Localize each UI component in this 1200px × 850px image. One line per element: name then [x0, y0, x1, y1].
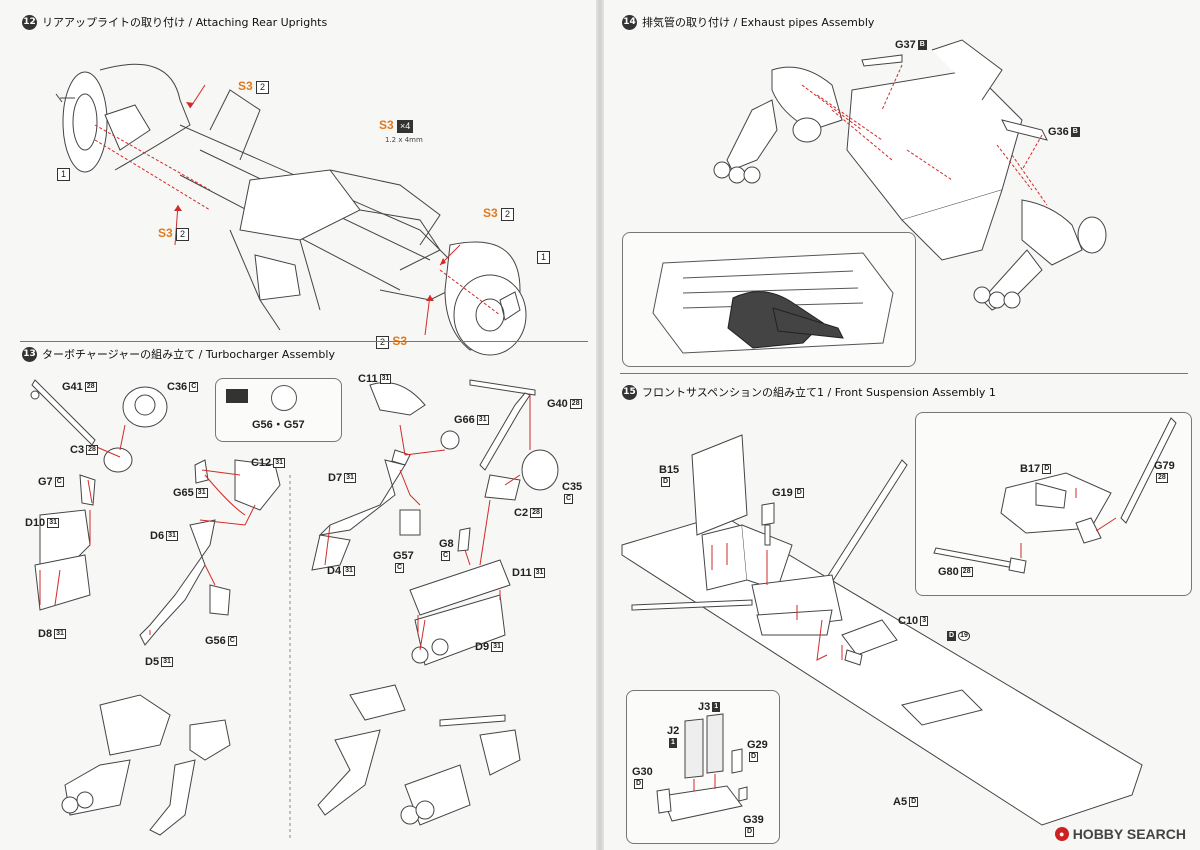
parts-callout-g56-g57: G56・G57 — [215, 378, 342, 442]
screw-s3-label-top: S3 2 — [238, 79, 270, 94]
screw-s3-label-left: S3 2 — [158, 226, 190, 241]
step-12-title: リアアップライトの取り付け / Attaching Rear Uprights — [42, 16, 328, 29]
step-14-title: 排気管の取り付け / Exhaust pipes Assembly — [642, 16, 875, 29]
label-g56-g57: G56・G57 — [252, 419, 305, 431]
exhaust-diagram — [713, 39, 1107, 311]
item-1-left: 1 — [57, 168, 70, 181]
front-suspension-diagram — [621, 434, 1143, 826]
arrow-heads — [174, 102, 446, 301]
b17-callout — [915, 412, 1192, 596]
hobby-search-watermark: ● HOBBY SEARCH — [1054, 826, 1186, 842]
step-15-title: フロントサスペンションの組み立て1 / Front Suspension Ass… — [642, 386, 996, 399]
step-14-number: 14 — [622, 14, 637, 30]
screw-s3-kit-label: S3 ×4 — [379, 118, 414, 133]
j3-j2-callout — [626, 690, 780, 844]
step-15-header: 15 フロントサスペンションの組み立て1 / Front Suspension … — [622, 384, 996, 400]
book-spine — [596, 0, 604, 850]
exhaust-reference-callout — [622, 232, 916, 367]
step-13-header: 13 ターボチャージャーの組み立て / Turbocharger Assembl… — [22, 346, 335, 362]
screw-size-label: 1.2 x 4mm — [385, 136, 423, 144]
j3-j2-illustration — [656, 713, 748, 822]
watermark-text: HOBBY SEARCH — [1072, 826, 1186, 842]
b17-illustration — [933, 417, 1177, 574]
step-13-number: 13 — [22, 346, 37, 362]
hobby-search-logo-icon: ● — [1054, 827, 1069, 841]
step-14-header: 14 排気管の取り付け / Exhaust pipes Assembly — [622, 14, 874, 30]
divider-step13 — [20, 341, 588, 342]
exhaust-reference-illustration — [652, 252, 894, 354]
step-12-header: 12 リアアップライトの取り付け / Attaching Rear Uprigh… — [22, 14, 327, 30]
rear-upright-diagram — [55, 63, 527, 356]
item-1-right: 1 — [537, 251, 550, 264]
paint-icon — [226, 389, 248, 403]
step-12-number: 12 — [22, 14, 37, 30]
step-13-title: ターボチャージャーの組み立て / Turbocharger Assembly — [42, 348, 335, 361]
screw-s3-label-right: S3 2 — [483, 206, 515, 221]
divider-step15 — [620, 373, 1188, 374]
turbo-wheel-icon — [271, 385, 297, 411]
turbo-diagram — [30, 379, 559, 840]
step-15-number: 15 — [622, 384, 637, 400]
